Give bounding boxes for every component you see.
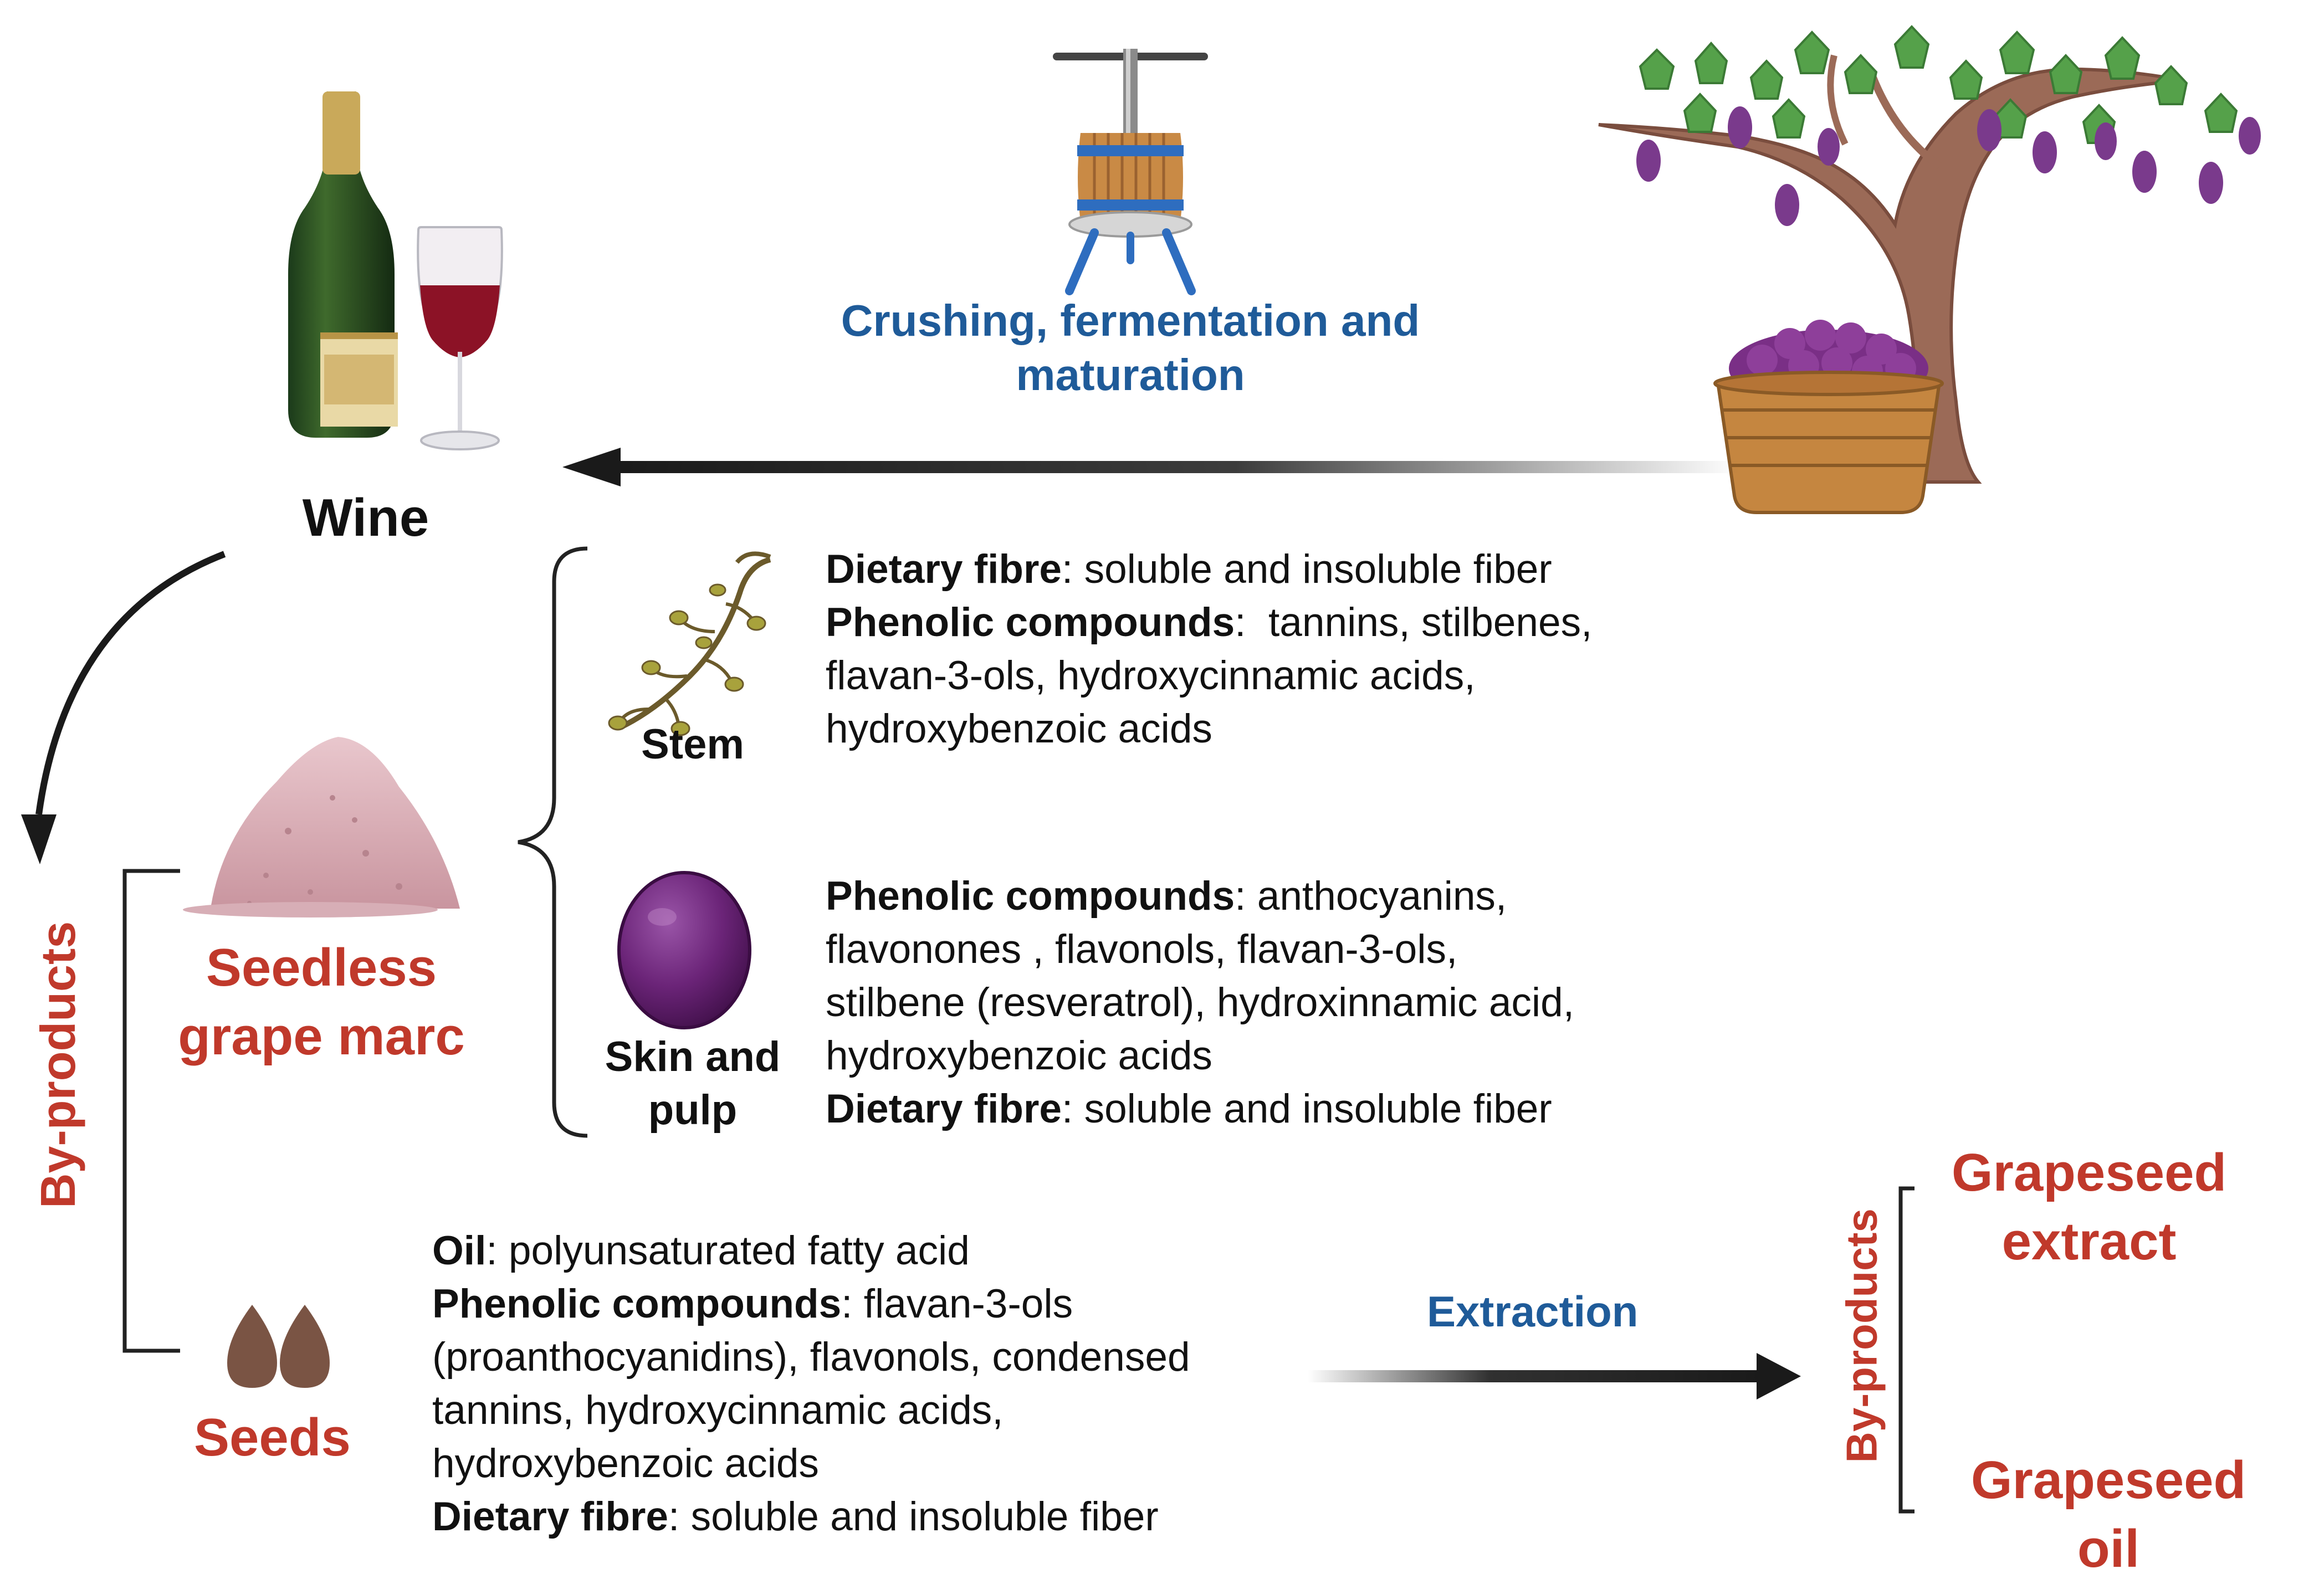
stem-desc-l2-rest: : tannins, stilbenes, [1235,600,1593,645]
extraction-arrow [1308,1353,1801,1400]
seed-desc-l1-bold: Oil [432,1228,487,1273]
skin-desc-l5-bold: Dietary fibre [826,1086,1062,1131]
wine-label: Wine [302,488,429,547]
crushing-label-line2: maturation [1016,350,1245,399]
grapeseed-oil-label: Grapeseed oil [1926,1446,2291,1583]
byproducts-left-label: By-products [30,921,85,1208]
seed-desc-l6-bold: Dietary fibre [432,1494,668,1539]
extraction-label: Extraction [1427,1287,1639,1336]
crushing-label: Crushing, fermentation and maturation [803,294,1457,402]
skin-desc-l4: hydroxybenzoic acids [826,1033,1212,1078]
bracket-right [1898,1186,1915,1514]
seed-desc-l2-rest: : flavan-3-ols [841,1281,1073,1326]
stem-desc-l1-rest: : soluble and insoluble fiber [1062,547,1552,592]
grapeseed-extract-line2: extract [2001,1212,2177,1271]
grape-stem-icon [608,551,771,736]
seedless-marc-label: Seedless grape marc [133,934,510,1071]
seedless-marc-label-line1: Seedless [206,938,437,997]
grapeseed-oil-line1: Grapeseed [1970,1450,2246,1510]
wine-bottle-icon [288,91,398,438]
grape-basket-icon [1713,320,1944,514]
stem-desc-l1-bold: Dietary fibre [826,547,1062,592]
grapeseed-oil-line2: oil [2077,1519,2139,1578]
seed-description: Oil: polyunsaturated fatty acid Phenolic… [432,1224,1190,1544]
bracket-left [122,869,180,1353]
crushing-label-line1: Crushing, fermentation and [841,296,1420,345]
skin-desc-l1-bold: Phenolic compounds [826,874,1235,919]
seed-desc-l1-rest: : polyunsaturated fatty acid [486,1228,970,1273]
grapeseed-extract-line1: Grapeseed [1951,1143,2227,1202]
process-arrow-top [562,448,1740,486]
skin-desc-l1-rest: : anthocyanins, [1235,874,1507,919]
stem-description: Dietary fibre: soluble and insoluble fib… [826,543,1592,756]
skin-desc-l5-rest: : soluble and insoluble fiber [1062,1086,1552,1131]
curved-arrow-wine-to-marc [21,551,226,864]
wine-glass-icon [417,226,503,450]
skin-description: Phenolic compounds: anthocyanins, flavon… [826,870,1574,1136]
seedless-marc-label-line2: grape marc [178,1007,465,1066]
byproducts-right-label: By-products [1837,1208,1886,1463]
seed-desc-l4: tannins, hydroxycinnamic acids, [432,1388,1004,1433]
skin-pulp-label: Skin and pulp [587,1031,798,1137]
seeds-label: Seeds [194,1408,351,1467]
skin-pulp-label-line2: pulp [648,1086,738,1134]
seed-desc-l3: (proanthocyanidins), flavonols, condense… [432,1335,1190,1380]
stem-label: Stem [641,721,744,768]
wine-press-icon [1053,49,1208,295]
grapeseed-extract-label: Grapeseed extract [1906,1139,2272,1276]
stem-desc-l2-bold: Phenolic compounds [826,600,1235,645]
skin-pulp-label-line1: Skin and [605,1033,781,1080]
grape-berry-icon [617,871,751,1029]
pomace-pile-icon [183,737,460,917]
seed-desc-l5: hydroxybenzoic acids [432,1441,819,1486]
skin-desc-l2: flavonones , flavonols, flavan-3-ols, [826,927,1458,972]
stem-desc-l4: hydroxybenzoic acids [826,706,1212,751]
seed-desc-l6-rest: : soluble and insoluble fiber [668,1494,1159,1539]
seed-desc-l2-bold: Phenolic compounds [432,1281,842,1326]
curly-brace [518,546,588,1138]
grapevine-icon [1598,25,2261,484]
stem-desc-l3: flavan-3-ols, hydroxycinnamic acids, [826,653,1476,698]
skin-desc-l3: stilbene (resveratrol), hydroxinnamic ac… [826,980,1575,1025]
grape-seed-icon [227,1305,330,1388]
